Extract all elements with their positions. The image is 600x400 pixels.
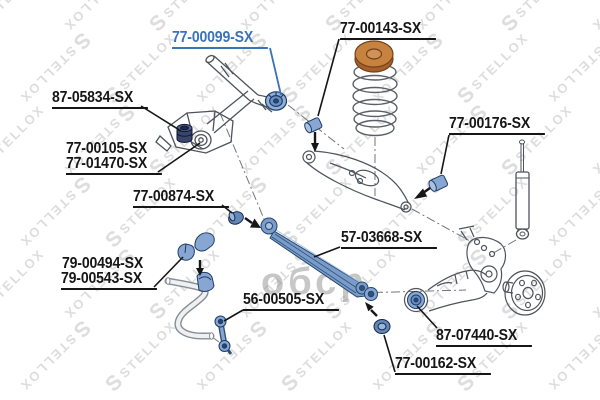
part-label-79-00543-sx[interactable]: 79-00543-SX xyxy=(61,271,157,290)
pointer-arrows xyxy=(196,132,431,317)
part-label-77-00874-sx[interactable]: 77-00874-SX xyxy=(133,189,229,208)
spring-control-arm-drawing xyxy=(302,150,412,213)
part-label-77-00162-sx[interactable]: 77-00162-SX xyxy=(395,356,491,375)
bushing-77-00176 xyxy=(428,174,449,192)
wheel-hub-drawing xyxy=(502,270,546,316)
part-label-77-00176-sx[interactable]: 77-00176-SX xyxy=(449,116,545,135)
part-label-87-05834-sx[interactable]: 87-05834-SX xyxy=(52,90,148,109)
spring-pad-77-00143-target xyxy=(354,40,394,73)
stabilizer-bar-drawing xyxy=(164,277,215,340)
trailing-control-arm-drawing xyxy=(403,269,488,313)
trailing-rod-57-03668 xyxy=(260,217,378,301)
coil-spring-drawing xyxy=(352,63,398,137)
knuckle-drawing xyxy=(458,225,507,294)
part-label-56-00505-sx[interactable]: 56-00505-SX xyxy=(243,292,339,311)
part-label-77-00099-sx[interactable]: 77-00099-SX xyxy=(172,30,268,49)
bushing-87-07440 xyxy=(407,291,425,309)
axle-subframe-drawing xyxy=(155,54,273,154)
shock-absorber-drawing xyxy=(515,139,530,240)
bushing-77-00143 xyxy=(304,117,323,134)
part-label-87-07440-sx[interactable]: 87-07440-SX xyxy=(436,328,532,347)
part-label-77-01470-sx[interactable]: 77-01470-SX xyxy=(66,156,162,175)
bushing-77-00099 xyxy=(264,91,288,111)
bushing-77-00874 xyxy=(228,211,244,225)
part-label-57-03668-sx[interactable]: 57-03668-SX xyxy=(341,230,437,249)
bushing-87-05834 xyxy=(176,123,193,143)
stabilizer-link-56-00505 xyxy=(214,315,233,355)
part-label-77-00143-sx[interactable]: 77-00143-SX xyxy=(340,21,436,40)
part-label-79-00494-sx[interactable]: 79-00494-SX xyxy=(62,255,144,272)
leader-line-highlighted xyxy=(269,47,282,96)
stabilizer-clamp-and-bushing xyxy=(177,232,215,292)
bushing-77-00162 xyxy=(373,319,391,334)
part-label-77-00105-sx[interactable]: 77-00105-SX xyxy=(66,140,148,157)
